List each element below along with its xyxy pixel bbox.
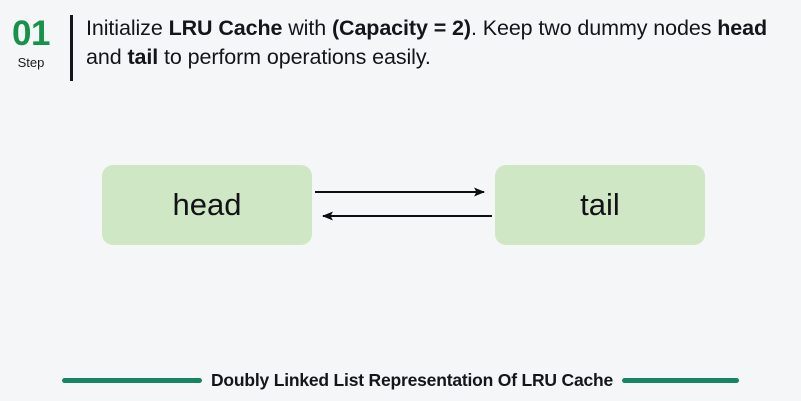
step-text-plain: with [282,16,332,40]
footer-caption: Doubly Linked List Representation Of LRU… [0,369,801,391]
step-text-emphasis: (Capacity = 2) [331,16,471,40]
footer-rule-right [622,377,740,383]
node-head-label: head [172,187,242,222]
linked-list-diagram: head tail [0,150,801,265]
step-header: 01 Step Initialize LRU Cache with (Capac… [0,14,801,92]
step-text-plain: and [86,45,128,69]
node-tail: tail [495,165,705,245]
step-text-emphasis: head [717,16,768,40]
step-description: Initialize LRU Cache with (Capacity = 2)… [86,14,786,72]
vertical-divider [70,15,73,81]
step-text-plain: to perform operations easily. [158,45,431,69]
step-text-plain: Initialize [86,16,169,40]
step-text-emphasis: tail [127,45,159,69]
step-text-emphasis: LRU Cache [168,16,283,40]
step-number: 01 [12,14,50,53]
node-head: head [102,165,312,245]
footer-rule-left [61,377,202,383]
step-description-rich: Initialize LRU Cache with (Capacity = 2)… [86,16,767,69]
pointer-arrows [312,165,495,245]
node-tail-label: tail [580,187,620,222]
step-text-plain: . Keep two dummy nodes [470,16,718,40]
step-word-label: Step [17,55,45,70]
step-badge: 01 Step [0,14,62,71]
footer-caption-text: Doubly Linked List Representation Of LRU… [210,369,614,390]
